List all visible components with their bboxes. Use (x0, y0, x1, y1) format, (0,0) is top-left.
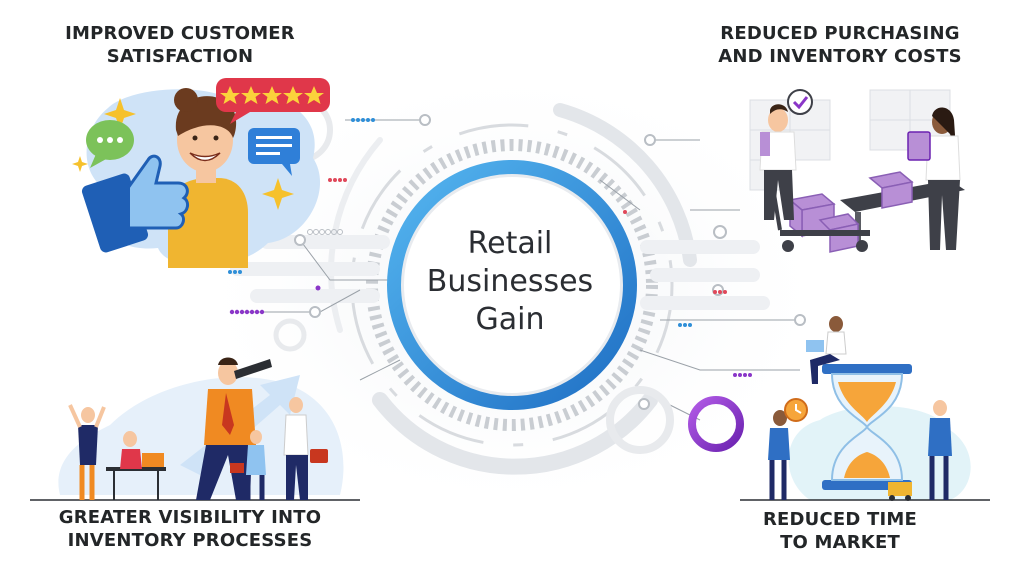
clipboard-icon (907, 131, 931, 161)
laptop-icon (142, 453, 164, 467)
caption-line: AND INVENTORY COSTS (718, 46, 962, 67)
caption-line: REDUCED PURCHASING (720, 23, 960, 44)
caption-reduced-purchasing-costs: REDUCED PURCHASING AND INVENTORY COSTS (690, 22, 990, 68)
speech-bubble-icon (248, 128, 300, 176)
caption-greater-visibility: GREATER VISIBILITY INTO INVENTORY PROCES… (40, 506, 340, 552)
checkmark-icon (787, 89, 813, 115)
visibility-illustration (30, 357, 360, 501)
outer-thin-ring (350, 123, 674, 447)
clock-icon (784, 398, 808, 422)
gear-ring (366, 139, 658, 431)
caption-line: TO MARKET (780, 532, 900, 553)
dot-dashes (228, 118, 752, 377)
hub-disc (404, 177, 620, 393)
caption-line: REDUCED TIME (762, 509, 917, 530)
briefcase-icon (310, 449, 328, 463)
caption-line: INVENTORY PROCESSES (67, 530, 313, 551)
center-title-line: Gain (475, 302, 545, 337)
time-to-market-illustration (740, 316, 990, 501)
caption-line: GREATER VISIBILITY INTO (58, 507, 322, 528)
chain-dots (307, 229, 343, 235)
connector-nodes (294, 114, 806, 410)
caption-reduced-time-to-market: REDUCED TIME TO MARKET (740, 508, 940, 554)
center-title-line: Retail (467, 226, 553, 261)
chat-bubble-icon (86, 120, 134, 168)
inventory-costs-illustration (749, 89, 965, 253)
center-title: Retail Businesses Gain (410, 225, 610, 339)
hourglass-icon (822, 364, 912, 490)
center-title-line: Businesses (426, 264, 594, 299)
purple-ring (688, 396, 744, 452)
star-icon (72, 98, 294, 210)
caption-line: SATISFACTION (106, 46, 254, 67)
blue-ring (387, 160, 637, 410)
grey-bands (230, 235, 770, 310)
telescope-icon (234, 359, 272, 379)
caption-line: IMPROVED CUSTOMER (65, 23, 295, 44)
thumbs-up-icon (114, 154, 190, 231)
customer-satisfaction-illustration (72, 88, 321, 268)
caption-improved-customer-satisfaction: IMPROVED CUSTOMER SATISFACTION (40, 22, 320, 68)
rating-bubble (216, 78, 330, 124)
